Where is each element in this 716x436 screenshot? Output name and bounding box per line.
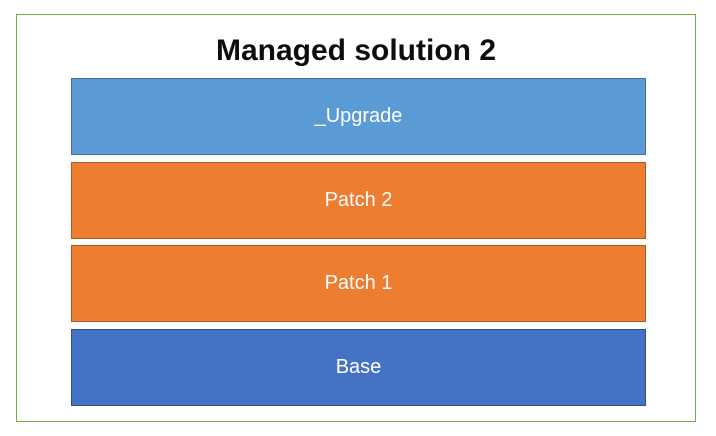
stack-layer-patch-1-label: Patch 1 (324, 272, 393, 294)
stack-layer-patch-1: Patch 1 (71, 245, 646, 322)
stack-layer-patch-2: Patch 2 (71, 161, 646, 239)
stack-layer-patch-2-label: Patch 2 (324, 188, 393, 211)
stack-layer-upgrade-label: _Upgrade (314, 105, 403, 127)
stack-layer-upgrade: _Upgrade (71, 78, 646, 155)
slide-border-frame: Managed solution 2 _Upgrade Patch 2 Patc… (16, 14, 696, 422)
stack-layer-base: Base (71, 328, 646, 406)
page-title: Managed solution 2 (215, 34, 497, 67)
solution-stack: _Upgrade Patch 2 Patch 1 Base (71, 78, 646, 406)
stack-layer-base-label: Base (335, 355, 382, 378)
